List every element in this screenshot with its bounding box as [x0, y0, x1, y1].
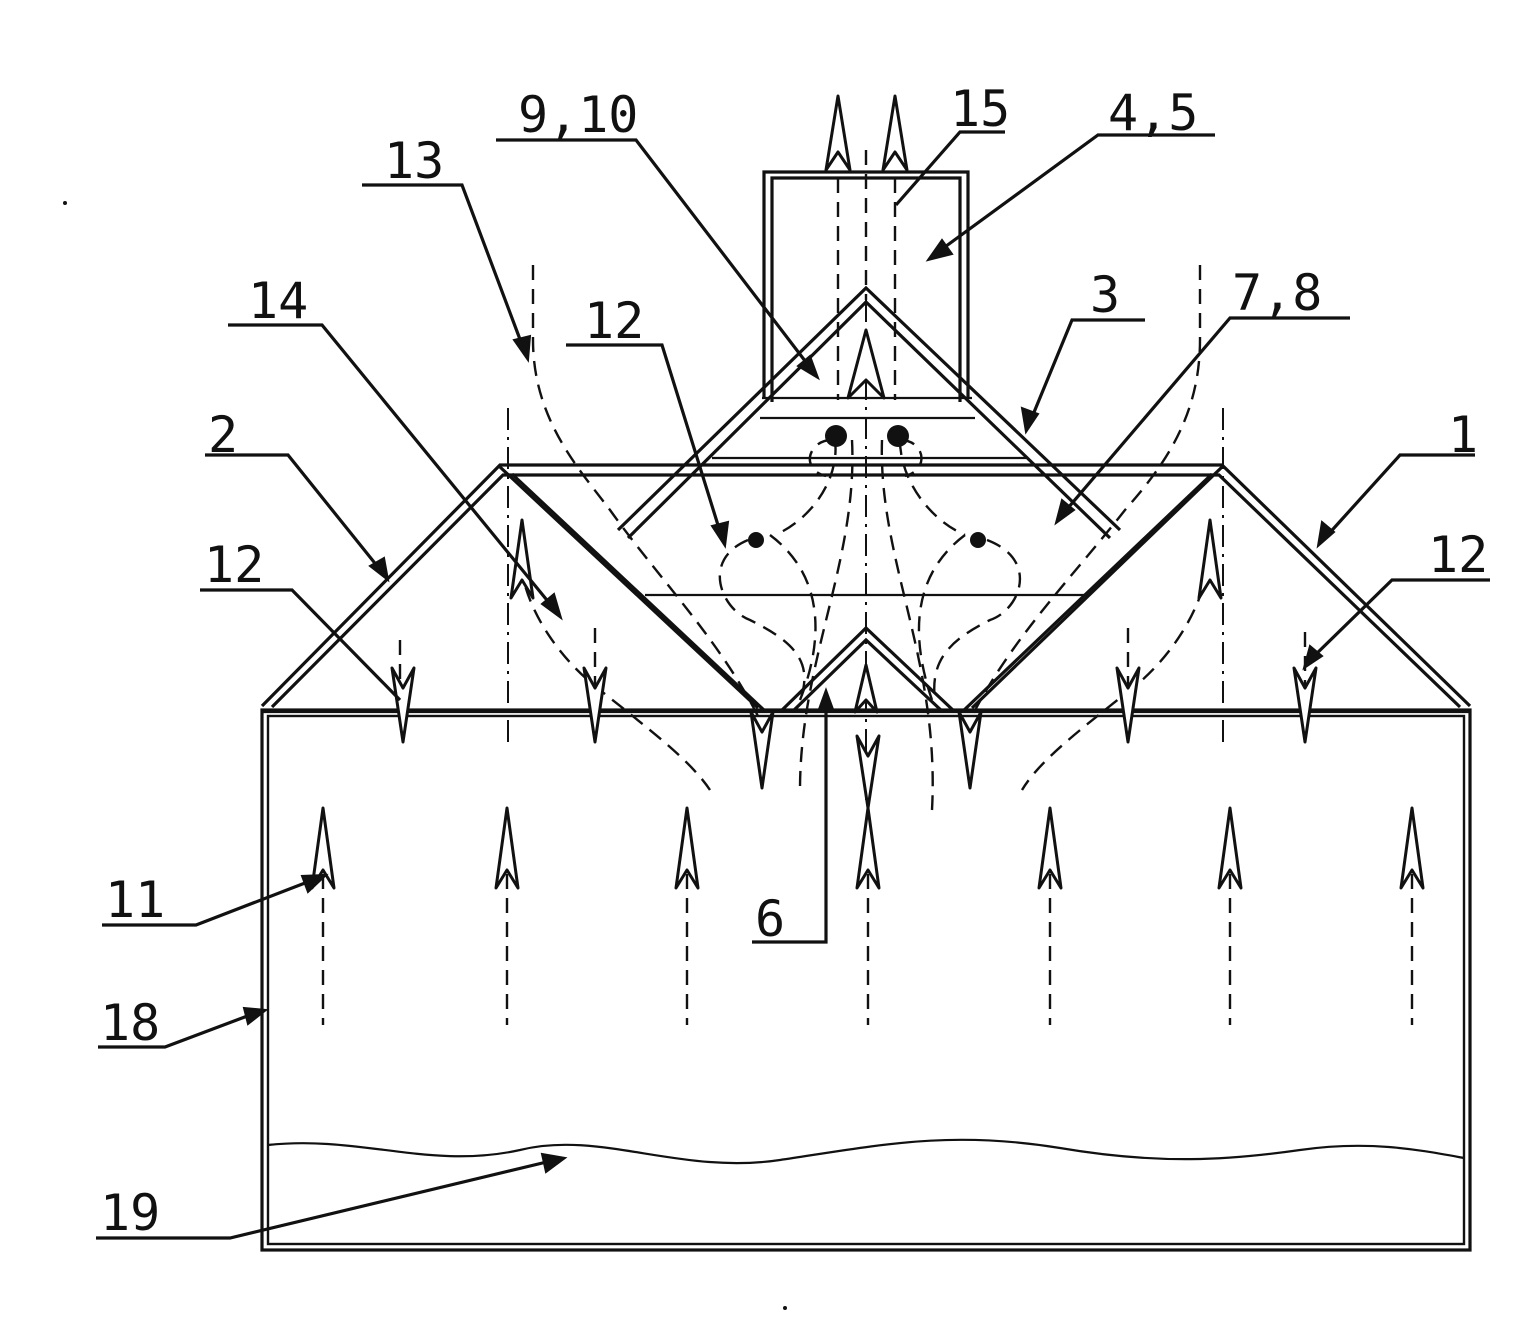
label-18: 18 — [100, 994, 160, 1052]
label-12-right: 12 — [1428, 526, 1488, 584]
label-15: 15 — [950, 80, 1010, 138]
up-arrow-icon — [846, 328, 886, 400]
down-arrow-icon — [855, 734, 881, 810]
down-arrow-icon — [1292, 666, 1318, 744]
up-arrow-icon — [1217, 806, 1243, 890]
down-arrow-icon — [1115, 666, 1141, 744]
label-7-8: 7,8 — [1232, 264, 1322, 322]
flow-lines — [321, 150, 1414, 1025]
label-12-center: 12 — [584, 292, 644, 350]
up-arrow-icon — [494, 806, 520, 890]
down-arrow-icon — [582, 666, 608, 744]
up-arrow-icon — [824, 94, 852, 172]
outer-hood — [260, 463, 1472, 709]
label-9-10: 9,10 — [518, 86, 638, 144]
label-13: 13 — [384, 132, 444, 190]
label-2: 2 — [208, 406, 238, 464]
up-arrow-icon — [1197, 518, 1223, 600]
up-arrow-icon — [1399, 806, 1425, 890]
label-4-5: 4,5 — [1108, 84, 1198, 142]
label-1: 1 — [1448, 406, 1478, 464]
down-arrow-icon — [749, 710, 775, 790]
liquid-surface — [267, 1138, 1465, 1165]
inner-deflectors — [498, 465, 1224, 714]
label-3: 3 — [1090, 266, 1120, 324]
part-labels: 1 2 3 4,5 6 7,8 9,10 11 12 12 12 13 14 1… — [100, 80, 1488, 1242]
label-12-left: 12 — [204, 536, 264, 594]
circulation-dots — [748, 425, 986, 548]
up-arrow-icon — [674, 806, 700, 890]
up-arrow-icon — [855, 806, 881, 890]
up-arrow-icon — [853, 663, 879, 714]
leader-lines — [96, 130, 1490, 1240]
up-arrow-icon — [881, 94, 909, 172]
down-arrow-icon — [957, 710, 983, 790]
down-arrow-icon — [390, 666, 416, 744]
flow-arrowheads — [310, 94, 1425, 890]
upper-hood — [616, 285, 1122, 540]
label-6: 6 — [755, 890, 785, 948]
scan-speck — [783, 1306, 787, 1310]
up-arrow-icon — [1037, 806, 1063, 890]
up-arrow-icon — [310, 806, 336, 890]
label-11: 11 — [105, 871, 165, 929]
label-19: 19 — [100, 1184, 160, 1242]
label-14: 14 — [248, 272, 308, 330]
scan-speck — [63, 201, 67, 205]
